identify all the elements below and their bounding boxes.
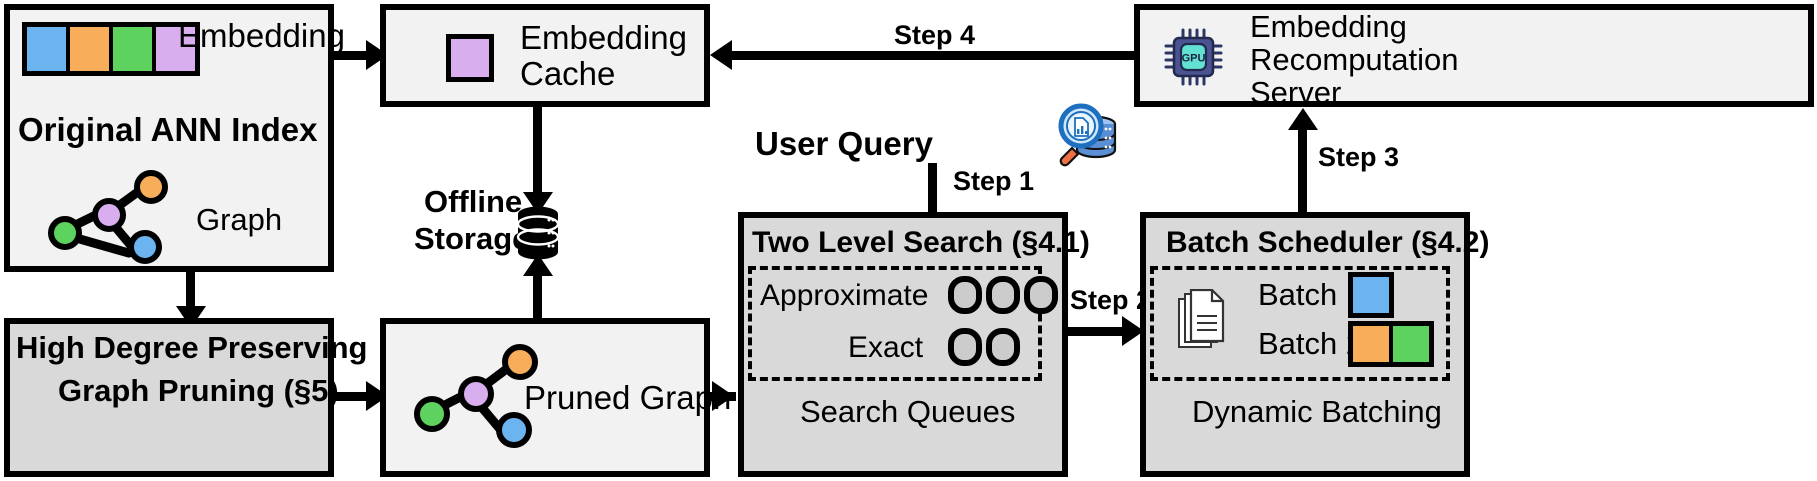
graph-node-green [414, 396, 450, 432]
embedding-cache-box [380, 4, 710, 107]
embedding-cache-label-line2: Cache [520, 55, 616, 92]
arrow-pruned-to-search-head [712, 381, 734, 411]
step4-label: Step 4 [894, 20, 976, 50]
search-database-icon [1058, 103, 1117, 167]
arrow-cache-to-storage-line [533, 107, 542, 197]
approximate-queue-slot [948, 276, 982, 314]
arrow-index-to-cache-line [334, 51, 370, 60]
embedding-cell-orange [70, 27, 113, 71]
batch-2-chip-green [1393, 326, 1429, 362]
embedding-cell-blue [27, 27, 70, 71]
embedding-chip-strip [22, 22, 200, 76]
batch-scheduler-title: Batch Scheduler (§4.2) [1166, 226, 1490, 259]
arrow-step3-head [1288, 108, 1318, 130]
step1-label: Step 1 [953, 166, 1035, 196]
exact-queue-slot [948, 328, 982, 366]
dynamic-batching-panel [1150, 266, 1450, 381]
database-cylinder-icon [516, 206, 560, 260]
search-queues-footer: Search Queues [800, 394, 1016, 429]
arrow-pruned-to-storage-line [533, 272, 542, 319]
batch-1-chip-blue [1348, 272, 1394, 318]
svg-text:GPU: GPU [1182, 53, 1206, 65]
graph-node-orange [502, 344, 538, 380]
exact-row-label: Exact [848, 331, 924, 364]
original-ann-index-title: Original ANN Index [18, 111, 318, 148]
offline-storage-label-line1: Offline [424, 184, 523, 219]
graph-node-blue [496, 412, 532, 448]
embedding-cache-label-line1: Embedding [520, 19, 687, 56]
arrow-step3-line [1298, 128, 1307, 212]
arrow-step2-head [1122, 316, 1144, 346]
recomputation-server-line2: Recomputation [1250, 42, 1459, 77]
embedding-cell-purple [156, 27, 195, 71]
step3-label: Step 3 [1318, 142, 1400, 172]
graph-node-purple [92, 198, 126, 232]
recomputation-server-box [1134, 4, 1814, 107]
graph-label: Graph [196, 202, 283, 237]
recomputation-server-line3: Server [1250, 75, 1342, 110]
exact-queue-slot [986, 328, 1020, 366]
graph-node-purple [458, 376, 494, 412]
two-level-search-title: Two Level Search (§4.1) [752, 226, 1090, 259]
graph-node-blue [128, 230, 162, 264]
approximate-row-label: Approximate [760, 279, 929, 312]
user-query-label: User Query [755, 125, 933, 162]
dynamic-batching-footer: Dynamic Batching [1192, 394, 1442, 429]
approximate-queue-slot [1024, 276, 1058, 314]
gpu-chip-icon: GPU [1164, 28, 1223, 86]
pruned-graph-widget [404, 340, 538, 450]
arrow-index-to-pruning-line [186, 272, 195, 310]
graph-pruning-title-line2: Graph Pruning (§5) [58, 373, 339, 408]
embedding-label: Embedding [178, 17, 345, 54]
graph-node-green [48, 216, 82, 250]
original-graph-widget [40, 168, 168, 264]
recomputation-server-line1: Embedding [1250, 9, 1407, 44]
batch-2-chip-strip [1348, 321, 1434, 367]
embedding-cache-chip [446, 34, 494, 82]
arrow-step4-line [730, 51, 1134, 60]
embedding-cell-green [113, 27, 156, 71]
arrow-pruned-to-storage-head [523, 254, 553, 276]
batch-2-chip-orange [1353, 326, 1393, 362]
arrow-pruning-to-pruned-line [334, 392, 370, 401]
pruned-graph-label: Pruned Graph [524, 379, 732, 416]
graph-pruning-box [4, 318, 334, 477]
step2-label: Step 2 [1070, 285, 1152, 315]
graph-node-orange [134, 170, 168, 204]
documents-stack-icon [1178, 289, 1225, 348]
approximate-queue-slot [986, 276, 1020, 314]
arrow-step1-line [928, 163, 937, 220]
arrow-step2-line [1068, 327, 1130, 336]
search-queues-panel [748, 266, 1042, 381]
offline-storage-label-line2: Storage [414, 221, 530, 256]
graph-pruning-title-line1: High Degree Preserving [16, 330, 368, 365]
arrow-step4-head [710, 40, 732, 70]
